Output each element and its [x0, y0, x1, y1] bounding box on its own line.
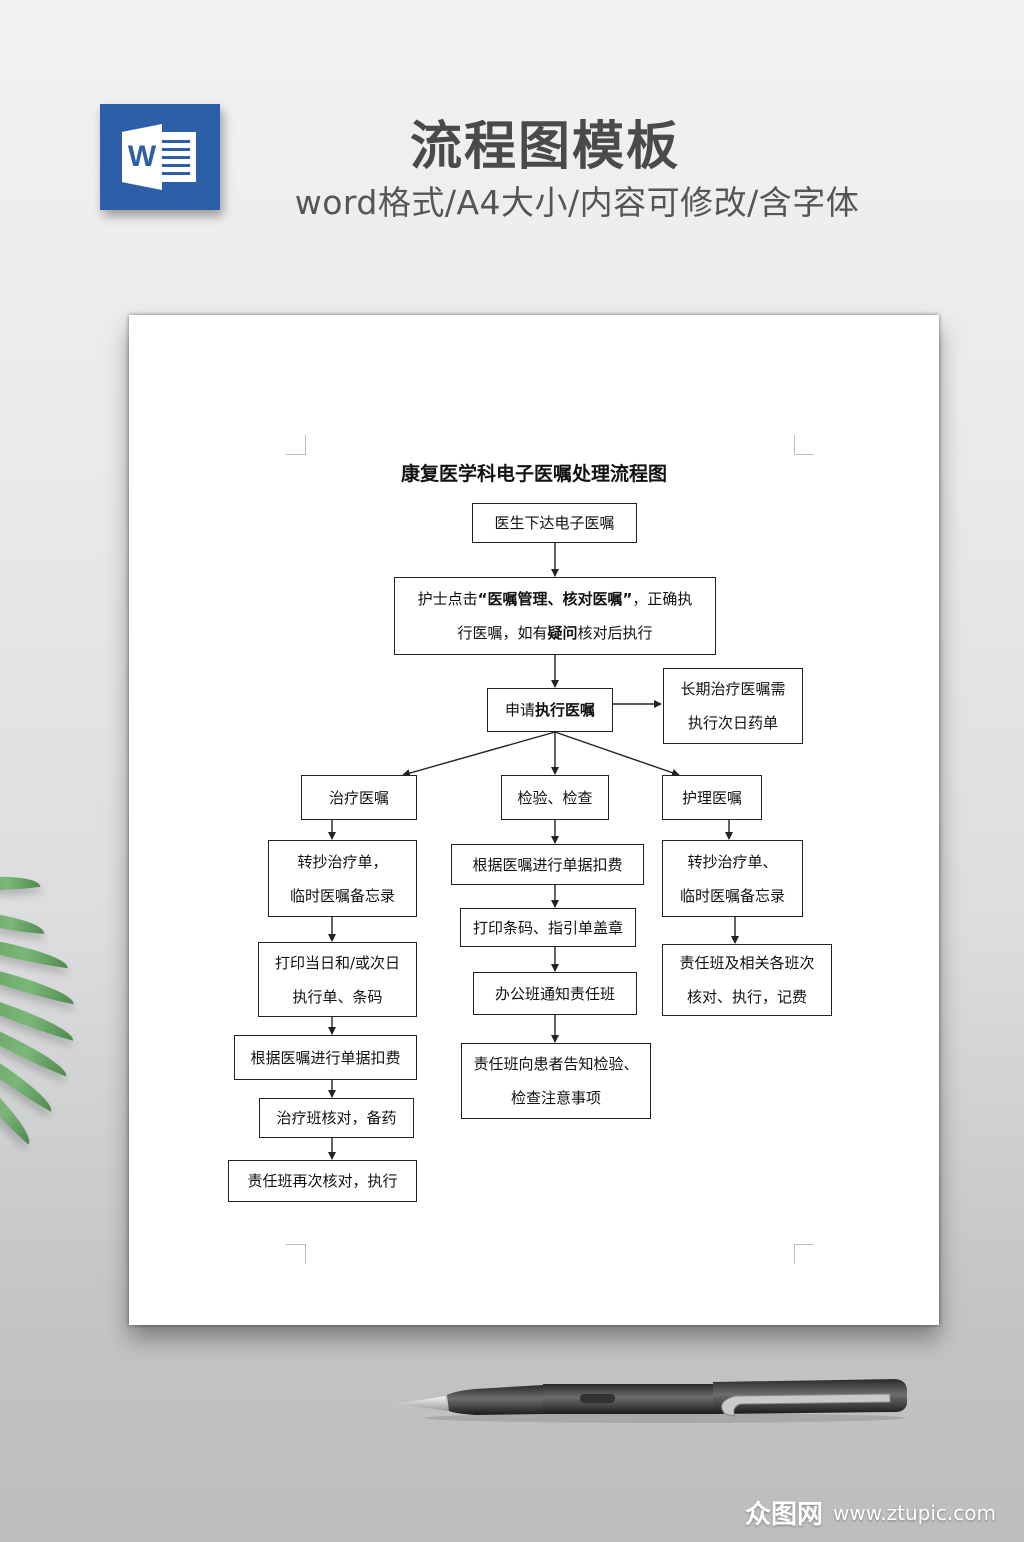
node-text-line-1: 长期治疗医嘱需	[680, 680, 786, 698]
node-duty-shifts-record-fee: 责任班及相关各班次 核对、执行，记费	[662, 944, 832, 1016]
node-text: 根据医嘱进行单据扣费	[250, 1048, 401, 1067]
node-text-line-1: 护士点击“医嘱管理、核对医嘱”，正确执	[417, 590, 693, 608]
node-apply-execute-order: 申请执行医嘱	[487, 688, 613, 732]
node-text: 检验、检查	[517, 788, 593, 807]
word-letter: W	[122, 124, 162, 190]
node-nursing-order: 护理医嘱	[662, 775, 762, 820]
node-text: 打印条码、指引单盖章	[472, 918, 623, 937]
node-left-billing: 根据医嘱进行单据扣费	[234, 1035, 417, 1080]
flowchart-title: 康复医学科电子医嘱处理流程图	[400, 463, 667, 485]
node-office-notify-duty: 办公班通知责任班	[473, 972, 637, 1015]
node-text: 责任班再次核对，执行	[247, 1172, 398, 1190]
node-transcribe-treatment-sheet: 转抄治疗单， 临时医嘱备忘录	[268, 840, 417, 917]
node-text-line-2: 检查注意事项	[510, 1089, 601, 1107]
node-lab-exam: 检验、检查	[501, 775, 609, 820]
node-print-execution-sheet: 打印当日和/或次日 执行单、条码	[258, 942, 417, 1017]
node-text: 治疗医嘱	[328, 788, 389, 807]
node-inform-patient: 责任班向患者告知检验、 检查注意事项	[461, 1043, 651, 1119]
node-nurse-verify-order: 护士点击“医嘱管理、核对医嘱”，正确执 行医嘱，如有疑问核对后执行	[394, 577, 716, 655]
flowchart-connectors	[328, 543, 739, 1160]
watermark-url: www.ztupic.com	[833, 1500, 996, 1525]
node-text-line-1: 转抄治疗单，	[297, 852, 388, 871]
hero-subtitle: word格式/A4大小/内容可修改/含字体	[294, 183, 860, 222]
margin-mark-top-left	[286, 435, 306, 455]
node-middle-billing: 根据医嘱进行单据扣费	[451, 844, 644, 885]
node-text-line-2: 行医嘱，如有疑问核对后执行	[457, 624, 653, 642]
node-text-line-2: 执行次日药单	[687, 714, 778, 732]
node-text-line-1: 责任班及相关各班次	[679, 954, 815, 972]
node-print-barcode-stamp: 打印条码、指引单盖章	[460, 908, 636, 947]
node-duty-shift-execute: 责任班再次核对，执行	[228, 1160, 417, 1202]
hero-title: 流程图模板	[409, 117, 680, 177]
node-text-line-2: 临时医嘱备忘录	[289, 886, 395, 905]
node-long-term-order-note: 长期治疗医嘱需 执行次日药单	[663, 668, 803, 744]
document-page: 康复医学科电子医嘱处理流程图	[129, 315, 939, 1325]
node-text: 办公班通知责任班	[494, 984, 615, 1003]
node-treatment-shift-check: 治疗班核对，备药	[259, 1098, 414, 1138]
node-text: 申请执行医嘱	[504, 701, 596, 719]
watermark: 众图网 www.ztupic.com	[745, 1494, 996, 1531]
watermark-logo: 众图网	[745, 1500, 824, 1530]
margin-mark-bottom-right	[794, 1244, 814, 1264]
node-text-line-2: 执行单、条码	[292, 987, 383, 1006]
fountain-pen-decoration	[395, 1379, 907, 1423]
node-text: 医生下达电子医嘱	[494, 514, 615, 532]
node-doctor-issues-order: 医生下达电子医嘱	[472, 503, 637, 543]
node-text-line-1: 打印当日和/或次日	[274, 953, 401, 972]
node-text: 根据医嘱进行单据扣费	[472, 855, 623, 874]
node-text: 护理医嘱	[681, 788, 742, 807]
word-document-icon: W	[100, 104, 220, 210]
node-text-line-2: 临时医嘱备忘录	[679, 886, 785, 905]
node-text: 治疗班核对，备药	[276, 1109, 397, 1127]
node-text-line-2: 核对、执行，记费	[686, 988, 807, 1006]
margin-mark-bottom-left	[286, 1244, 306, 1264]
margin-mark-top-right	[794, 435, 814, 455]
node-treatment-order: 治疗医嘱	[301, 775, 417, 820]
node-text-line-1: 转抄治疗单、	[687, 852, 778, 871]
node-right-transcribe: 转抄治疗单、 临时医嘱备忘录	[662, 840, 803, 917]
node-text-line-1: 责任班向患者告知检验、	[473, 1055, 639, 1073]
